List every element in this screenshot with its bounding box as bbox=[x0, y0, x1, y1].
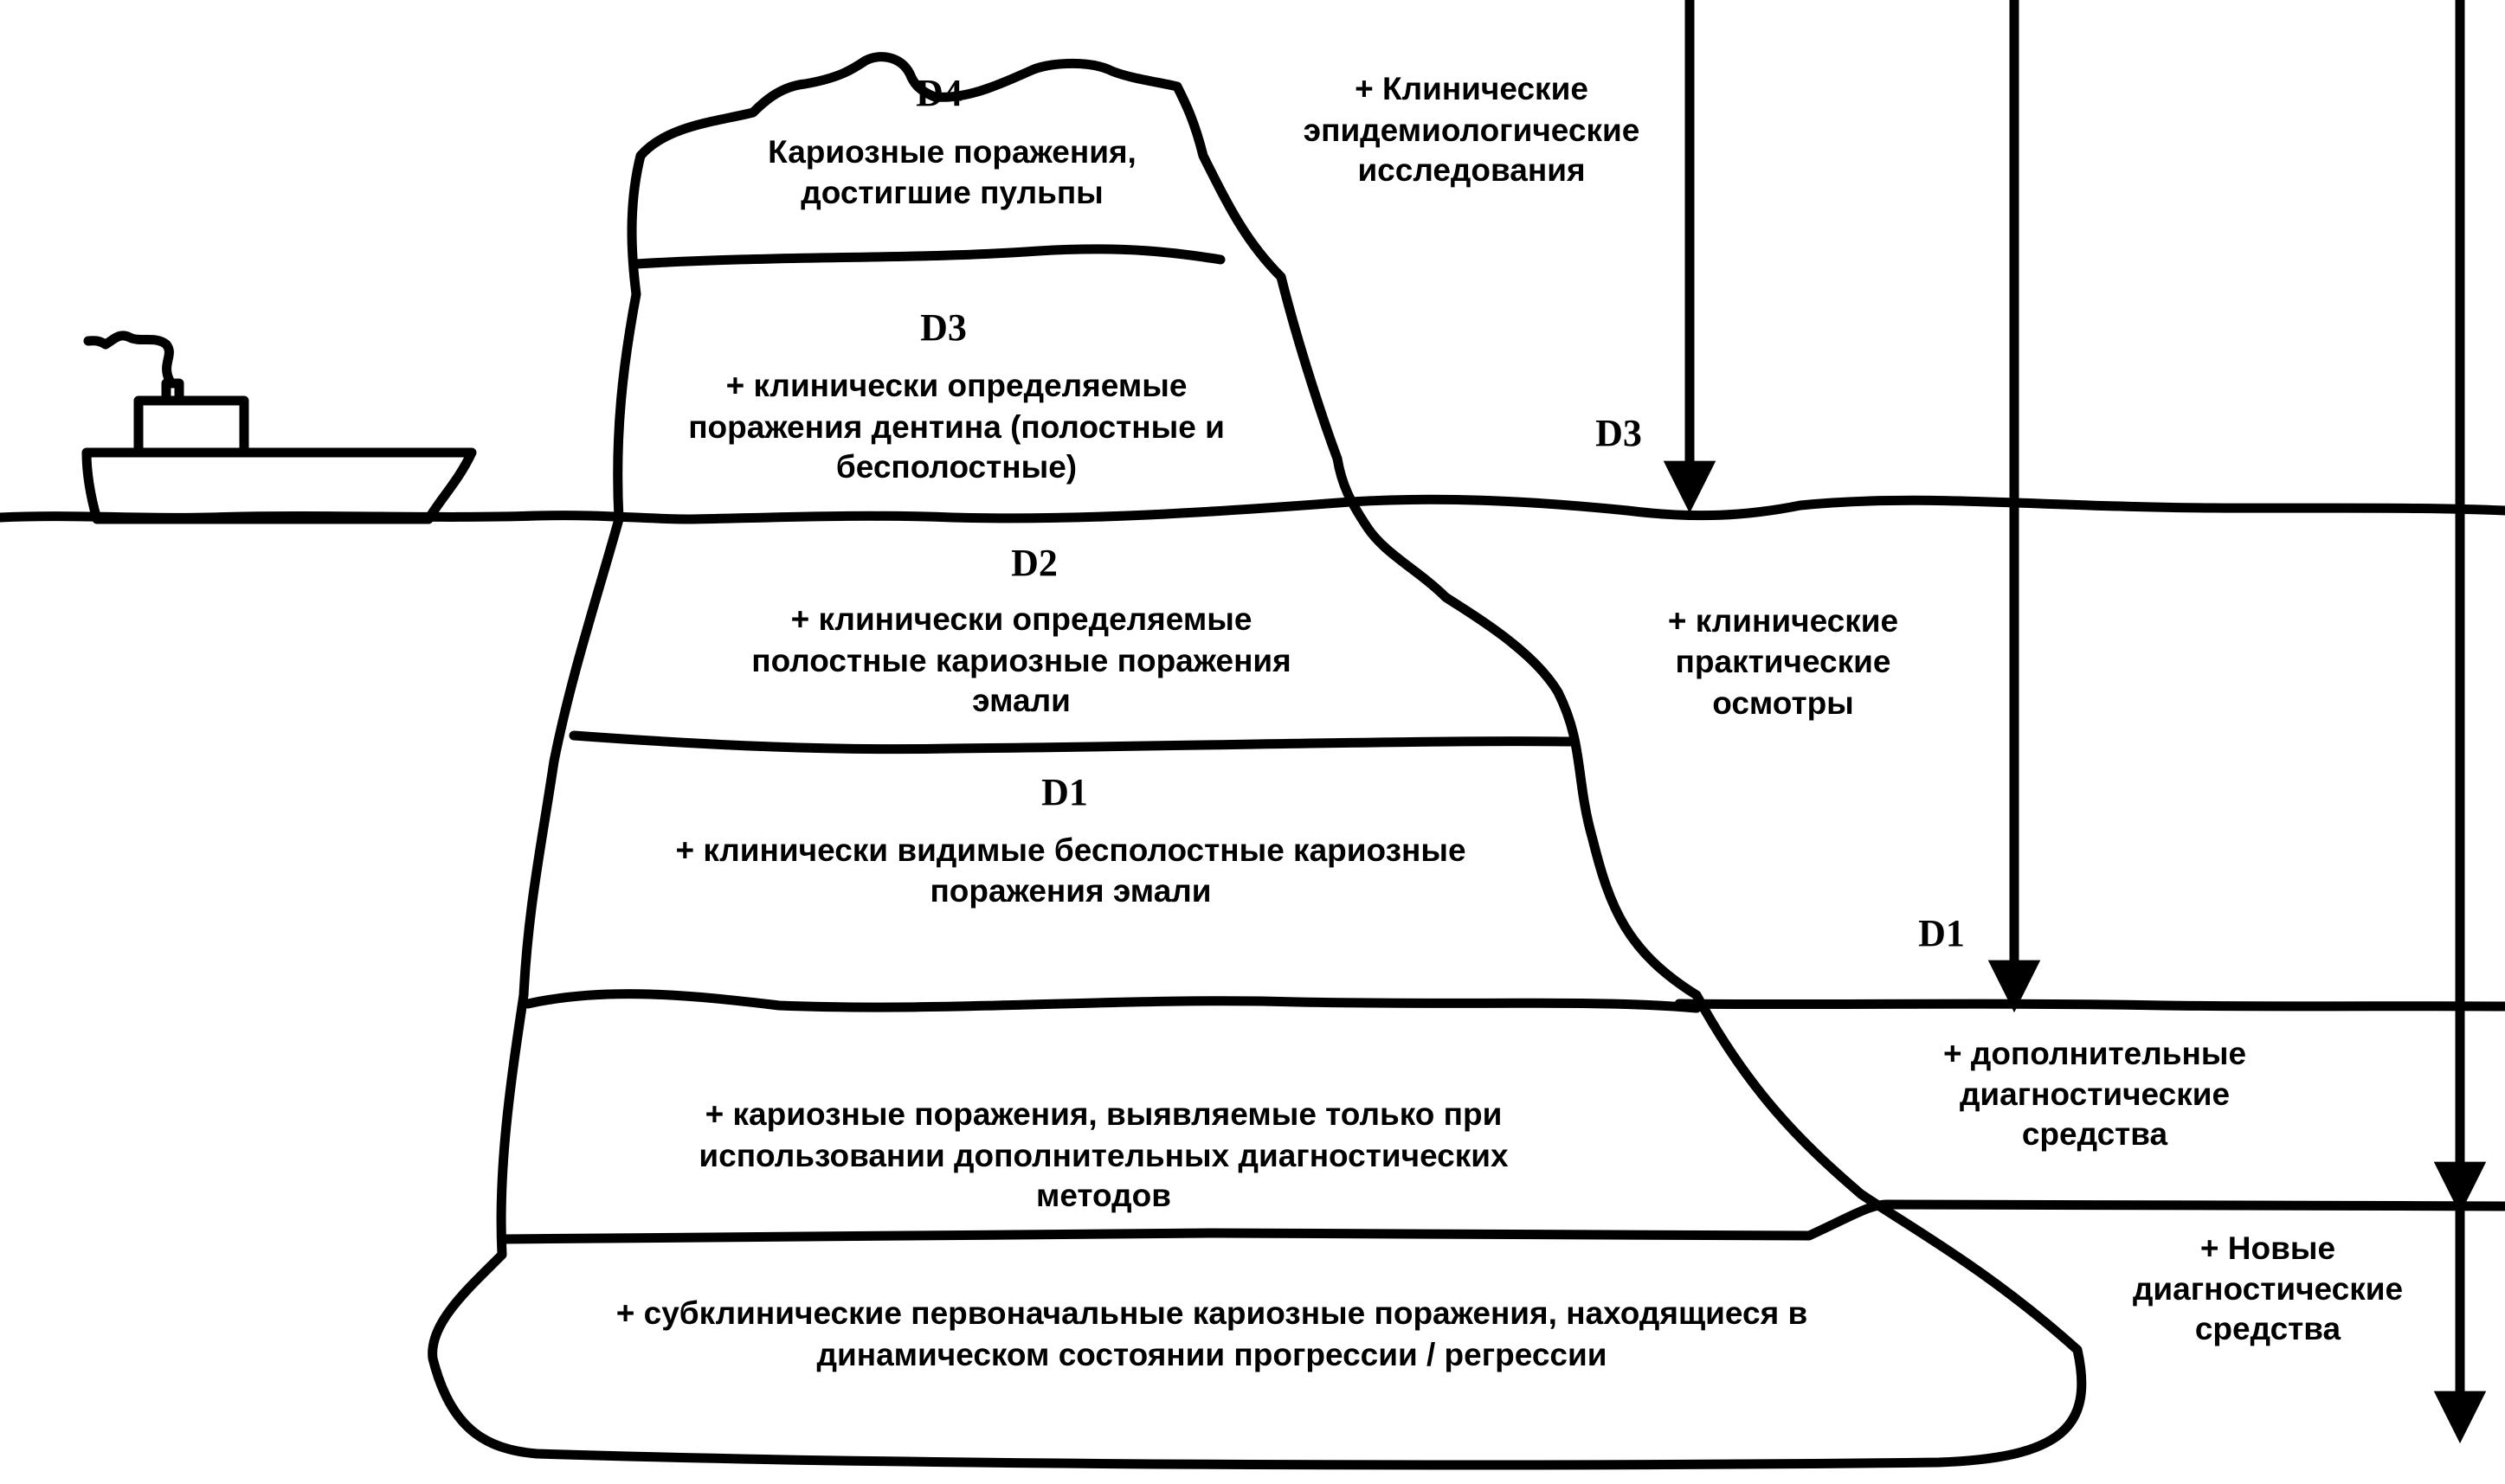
additional-text-line-3: методов bbox=[1036, 1178, 1171, 1213]
supplementary-text-line-1: + дополнительные bbox=[1943, 1036, 2246, 1071]
ship-smoke bbox=[83, 331, 175, 386]
d2-text-line-3: эмали bbox=[972, 683, 1071, 718]
epidemiological-text-line-1: + Клинические bbox=[1355, 71, 1588, 106]
d4-text-line-1: Кариозные поражения, bbox=[768, 134, 1137, 170]
practice-text-line-3: осмотры bbox=[1712, 685, 1854, 721]
layer-boundary-d4-d3 bbox=[631, 244, 1226, 269]
depth-line-d1 bbox=[1674, 999, 2505, 1012]
supplementary-text-line-3: средства bbox=[2022, 1116, 2168, 1152]
subclinical-text-line-2: динамическом состоянии прогрессии / регр… bbox=[816, 1337, 1607, 1372]
label-d1: D1 bbox=[1041, 771, 1088, 813]
marker-d3: D3 bbox=[1595, 412, 1642, 454]
subclinical-text-line-1: + субклинические первоначальные кариозны… bbox=[616, 1295, 1807, 1331]
epidemiological-text-line-2: эпидемиологические bbox=[1304, 112, 1640, 148]
d3-text-line-2: поражения дентина (полостные и bbox=[688, 409, 1225, 445]
label-d3: D3 bbox=[920, 306, 967, 349]
layer-boundary-d2-d1 bbox=[569, 730, 1576, 755]
d4-text-line-2: достигшие пульпы bbox=[801, 175, 1104, 210]
new-means-text-line-3: средства bbox=[2195, 1311, 2341, 1346]
d1-text-line-2: поражения эмали bbox=[930, 873, 1211, 909]
additional-text-line-1: + кариозные поражения, выявляемые только… bbox=[705, 1096, 1503, 1132]
marker-d1: D1 bbox=[1918, 912, 1965, 954]
additional-text-line-2: использовании дополнительных диагностиче… bbox=[699, 1138, 1509, 1173]
supplementary-text-line-2: диагностические bbox=[1960, 1076, 2230, 1112]
d2-text-line-1: + клинически определяемые bbox=[791, 601, 1252, 637]
d2-text-line-2: полостные кариозные поражения bbox=[751, 643, 1291, 678]
ship-hull bbox=[81, 447, 477, 524]
layer-boundary-d1-additional bbox=[523, 989, 1702, 1013]
d3-text-line-3: бесполостные) bbox=[836, 449, 1077, 485]
iceberg-outline bbox=[428, 52, 2087, 1470]
new-means-text-line-1: + Новые bbox=[2200, 1230, 2335, 1266]
layer-boundary-additional-subclinical bbox=[499, 1199, 1892, 1244]
label-d4: D4 bbox=[916, 72, 963, 114]
ship-cabin bbox=[133, 395, 249, 458]
label-d2: D2 bbox=[1011, 542, 1058, 584]
d1-text-line-1: + клинически видимые бесполостные кариоз… bbox=[675, 832, 1465, 868]
practice-text-line-2: практические bbox=[1676, 644, 1891, 679]
ship-icon bbox=[81, 331, 477, 524]
d3-text-line-1: + клинически определяемые bbox=[726, 368, 1188, 403]
new-means-text-line-2: диагностические bbox=[2133, 1271, 2403, 1307]
epidemiological-text-line-3: исследования bbox=[1357, 152, 1585, 188]
practice-text-line-1: + клинические bbox=[1668, 603, 1898, 639]
depth-line-new bbox=[1882, 1199, 2505, 1211]
